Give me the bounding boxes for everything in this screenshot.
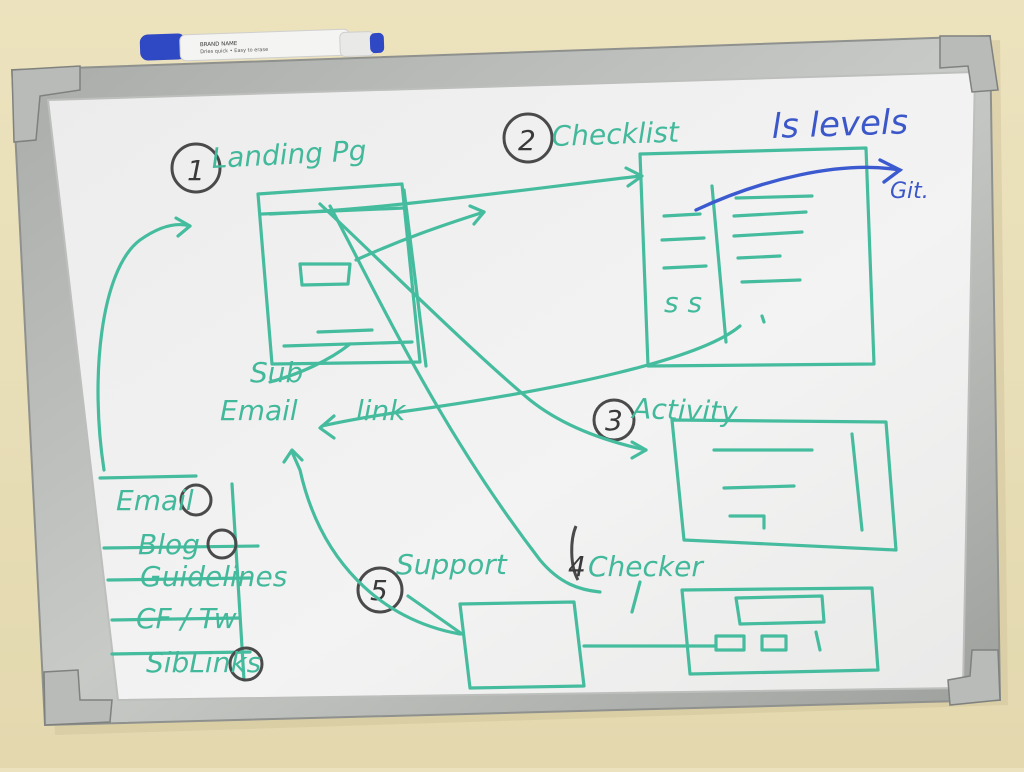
section-5-number: 5 — [370, 574, 388, 607]
marker-pen: BRAND NAME Dries quick • Easy to erase — [139, 28, 385, 62]
marker-fine-print: Dries quick • Easy to erase — [200, 47, 268, 55]
sidebar-item-siblinks: SibLinks — [146, 646, 261, 679]
section-3-label: Activity — [630, 392, 739, 429]
section-5-support: 5 Support — [356, 548, 718, 690]
sidebar-circle-3 — [228, 646, 264, 682]
ss-note: s s — [664, 286, 702, 319]
section-2-checklist: 2 Checklist ls levels Git. s s — [502, 102, 929, 368]
email-note: Email — [220, 394, 298, 427]
number-circle-2 — [502, 112, 554, 164]
section-1-label: Landing Pg — [211, 134, 368, 175]
number-circle-5 — [356, 566, 404, 614]
sidebar-circle-2 — [206, 528, 238, 560]
section-4-number: 4 — [568, 550, 586, 583]
number-circle-4 — [570, 525, 580, 581]
section-5-label: Support — [396, 548, 508, 581]
frame-corners — [11, 35, 1001, 726]
section-1-number: 1 — [187, 154, 205, 187]
link-note: link — [356, 394, 407, 427]
sidebar-list: Email Blog Guidelines CF / Tw SibLinks — [98, 474, 287, 682]
sidebar-item-guidelines: Guidelines — [140, 560, 287, 593]
sidebar-item-email: Email — [116, 484, 194, 517]
section-2-number: 2 — [518, 124, 536, 157]
levels-note: ls levels — [771, 102, 909, 147]
git-note: Git. — [890, 179, 929, 204]
email-area: Sub Email link — [220, 356, 407, 427]
marker-brand: BRAND NAME — [200, 41, 238, 48]
number-circle-1 — [170, 142, 222, 194]
sidebar-item-cf-tw: CF / Tw — [136, 602, 237, 635]
flow-arrows — [96, 166, 742, 636]
section-2-label: Checklist — [551, 116, 680, 153]
section-4-label: Checker — [588, 550, 704, 583]
section-3-activity: 3 Activity — [592, 392, 898, 552]
sidebar-item-blog: Blog — [138, 528, 200, 561]
sidebar-circle-1 — [179, 483, 213, 517]
number-circle-3 — [592, 398, 636, 442]
section-3-number: 3 — [605, 404, 623, 437]
